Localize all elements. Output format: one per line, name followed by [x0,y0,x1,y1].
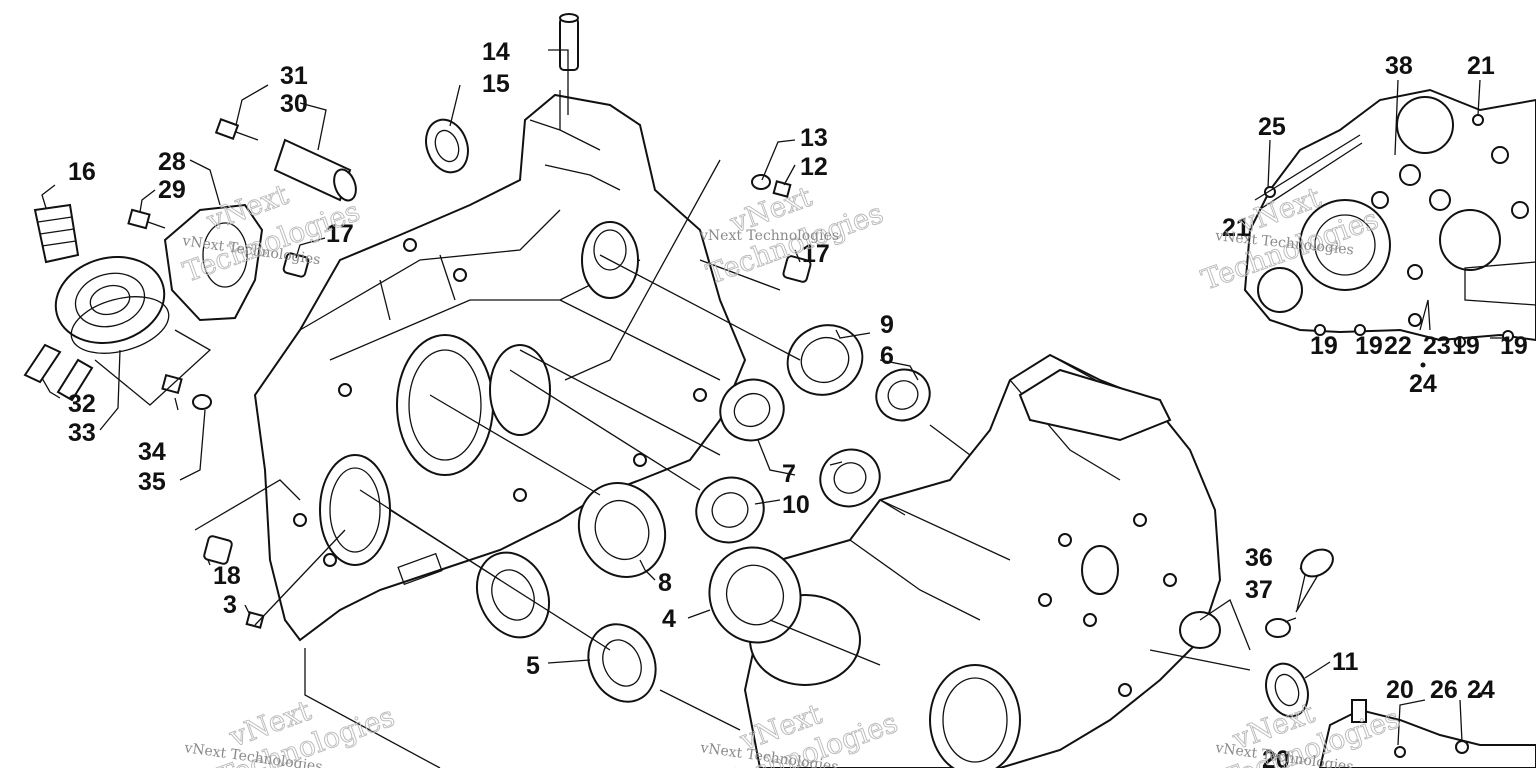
callout-labels: 14 15 31 30 16 28 29 17 13 12 17 9 6 7 1… [68,38,1528,768]
callout-26: 26 [1430,676,1458,704]
bolt-31 [214,118,259,141]
bearing-6 [875,368,931,422]
dowel-17a [282,252,310,278]
dowel-17b [782,255,812,283]
callout-3: 3 [223,591,237,619]
watermark-line: vNext Technologies [699,228,839,244]
callout-6: 6 [880,342,894,370]
callout-36: 36 [1245,544,1273,572]
callout-20-bottom: 20 [1262,746,1290,768]
dowel-pin-14 [559,13,579,71]
fitting-16 [33,203,80,264]
bearing-7a [719,378,785,442]
bearing-5 [587,623,657,703]
callout-17-left: 17 [326,220,354,248]
callout-22: 22 [1384,332,1412,360]
seal-11 [1265,662,1309,718]
bearing-center [476,551,550,639]
callout-18: 18 [213,562,241,590]
callout-37: 37 [1245,576,1273,604]
callout-17-right: 17 [802,240,830,268]
callout-21-side: 21 [1222,214,1250,242]
callout-15: 15 [482,70,510,98]
callout-33: 33 [68,419,96,447]
callout-32: 32 [68,390,96,418]
oring-37 [1265,618,1291,638]
right-crankcase-half [743,353,1222,768]
washer-35 [192,394,212,410]
bearing-8 [577,482,667,578]
cover-28 [163,203,264,322]
seal-15 [425,118,469,174]
callout-19-c: 19 [1452,332,1480,360]
callout-19-a: 19 [1310,332,1338,360]
bearing-9 [786,324,864,396]
callout-4: 4 [662,605,676,633]
bolt-12 [772,180,792,198]
dowel-18 [203,535,233,565]
callout-28: 28 [158,148,186,176]
callout-5: 5 [526,652,540,680]
washer-13 [751,174,771,190]
pipe-30 [273,138,357,202]
callout-13: 13 [800,124,828,152]
callout-23: 23 [1423,332,1451,360]
callout-29: 29 [158,176,186,204]
callout-34: 34 [138,438,166,466]
bolt-3 [245,611,265,629]
callout-12: 12 [800,153,828,181]
callout-16: 16 [68,158,96,186]
callout-19-d: 19 [1500,332,1528,360]
callout-20-top: 20 [1386,676,1414,704]
callout-24-bottom: 24 [1467,676,1495,704]
callout-19-b: 19 [1355,332,1383,360]
callout-11: 11 [1332,648,1359,676]
callout-24-top: 24 [1409,370,1437,398]
callout-14: 14 [482,38,510,66]
bearing-10 [695,476,765,544]
callout-7: 7 [782,460,796,488]
bearing-4 [708,546,802,644]
callout-10: 10 [782,491,810,519]
callout-38: 38 [1385,52,1413,80]
lower-right-cover [1318,699,1536,768]
callout-35: 35 [138,468,166,496]
oil-filter-housing [23,256,170,402]
callout-25: 25 [1258,113,1286,141]
callout-8: 8 [658,569,672,597]
callout-9: 9 [880,311,894,339]
left-crankcase-half [253,90,747,642]
callout-30: 30 [280,90,308,118]
leader-lines [41,49,1505,768]
crankcase-detail-view [1243,88,1536,348]
bolt-29 [127,208,166,230]
callout-31: 31 [280,62,308,90]
dipstick-36 [1295,548,1334,613]
callout-21-top: 21 [1467,52,1495,80]
